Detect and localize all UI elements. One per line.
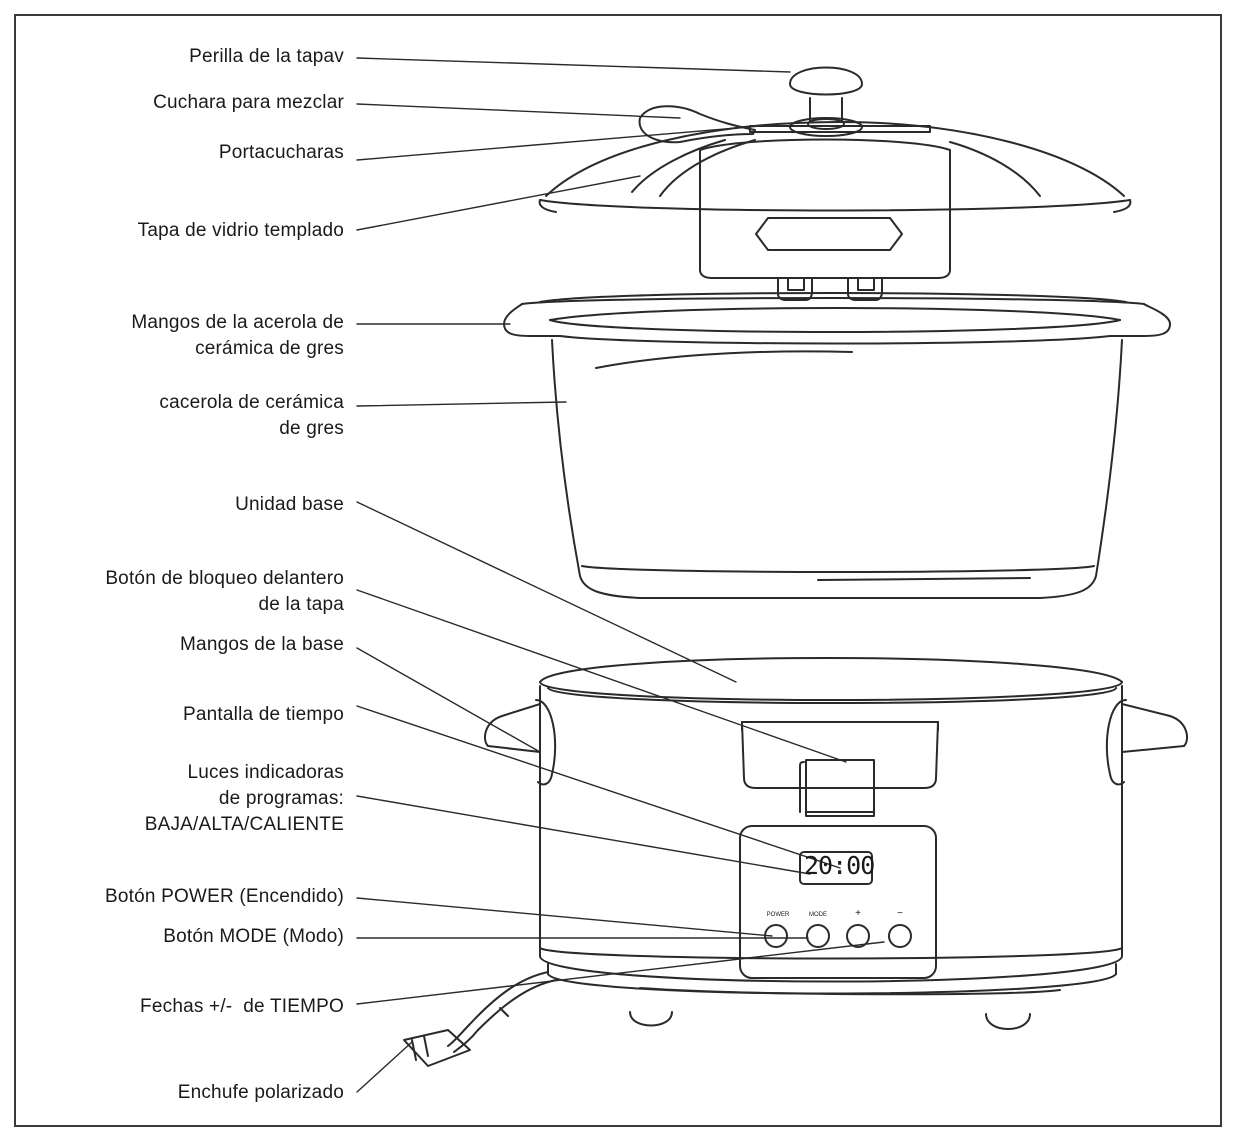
glass-lid-drawing <box>540 106 1131 212</box>
label-plug: Enchufe polarizado <box>178 1080 344 1106</box>
label-lid-lock-line1: Botón de bloqueo delantero <box>105 566 344 592</box>
plus-button-label: + <box>840 908 876 919</box>
label-stoneware-handles-line1: Mangos de la acerola de <box>131 310 344 336</box>
label-time-display-text: Pantalla de tiempo <box>183 702 344 728</box>
minus-button-label: − <box>882 908 918 919</box>
label-lid-knob-text: Perilla de la tapav <box>189 44 344 70</box>
lid-lock-housing-drawing <box>700 140 950 301</box>
label-stoneware-line1: cacerola de cerámica <box>159 390 344 416</box>
minus-button[interactable] <box>888 924 912 948</box>
label-indicator-lights-line2: de programas: <box>145 786 344 812</box>
stoneware-crock-drawing <box>504 293 1170 598</box>
label-lid-lock: Botón de bloqueo delantero de la tapa <box>105 566 344 618</box>
label-spoon-holder-text: Portacucharas <box>219 140 344 166</box>
label-indicator-lights: Luces indicadoras de programas: BAJA/ALT… <box>145 760 344 838</box>
label-stoneware-handles: Mangos de la acerola de cerámica de gres <box>131 310 344 362</box>
label-time-display: Pantalla de tiempo <box>183 702 344 728</box>
label-base-unit-text: Unidad base <box>235 492 344 518</box>
label-mode-button: Botón MODE (Modo) <box>163 924 344 950</box>
label-mixing-spoon: Cuchara para mezclar <box>153 90 344 116</box>
label-plug-text: Enchufe polarizado <box>178 1080 344 1106</box>
time-display: 20:00 <box>804 850 870 882</box>
label-stoneware-line2: de gres <box>159 416 344 442</box>
label-indicator-lights-line1: Luces indicadoras <box>145 760 344 786</box>
label-power-button: Botón POWER (Encendido) <box>105 884 344 910</box>
label-indicator-lights-line3: BAJA/ALTA/CALIENTE <box>145 812 344 838</box>
label-lid-knob: Perilla de la tapav <box>189 44 344 70</box>
label-stoneware-handles-line2: cerámica de gres <box>131 336 344 362</box>
label-time-arrows-text: Fechas +/- de TIEMPO <box>140 994 344 1020</box>
label-base-unit: Unidad base <box>235 492 344 518</box>
mode-button-label: MODE <box>800 912 836 918</box>
label-lid-lock-line2: de la tapa <box>105 592 344 618</box>
label-stoneware: cacerola de cerámica de gres <box>159 390 344 442</box>
power-button[interactable] <box>764 924 788 948</box>
label-spoon-holder: Portacucharas <box>219 140 344 166</box>
label-glass-lid: Tapa de vidrio templado <box>138 218 344 244</box>
base-unit-drawing <box>485 658 1187 1029</box>
power-button-label: POWER <box>760 912 796 918</box>
label-mixing-spoon-text: Cuchara para mezclar <box>153 90 344 116</box>
label-glass-lid-text: Tapa de vidrio templado <box>138 218 344 244</box>
leader-lines <box>357 58 884 1092</box>
power-cord-drawing <box>404 972 556 1066</box>
label-time-arrows: Fechas +/- de TIEMPO <box>140 994 344 1020</box>
label-power-button-text: Botón POWER (Encendido) <box>105 884 344 910</box>
plus-button[interactable] <box>846 924 870 948</box>
label-base-handles: Mangos de la base <box>180 632 344 658</box>
mode-button[interactable] <box>806 924 830 948</box>
label-mode-button-text: Botón MODE (Modo) <box>163 924 344 950</box>
label-base-handles-text: Mangos de la base <box>180 632 344 658</box>
